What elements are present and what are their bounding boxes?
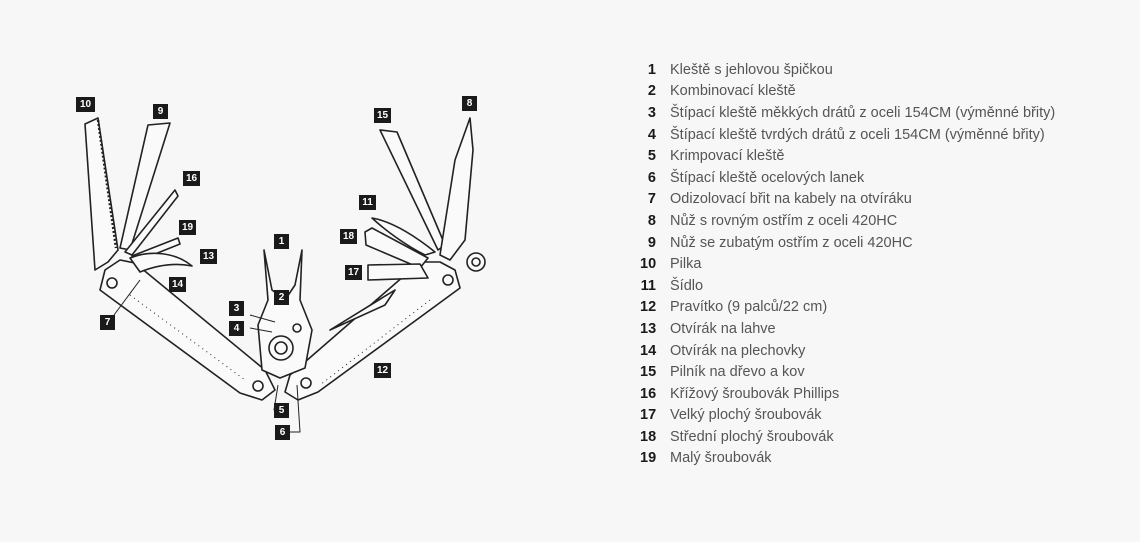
callout-19: 19	[179, 220, 196, 235]
legend-label: Otvírák na lahve	[670, 320, 776, 337]
legend-item: 4 Štípací kleště tvrdých drátů z oceli 15…	[640, 124, 1055, 146]
legend-label: Štípací kleště tvrdých drátů z oceli 154…	[670, 126, 1045, 143]
legend-label: Velký plochý šroubovák	[670, 407, 822, 424]
callout-4: 4	[229, 321, 244, 336]
callout-16: 16	[183, 171, 200, 186]
callout-12: 12	[374, 363, 391, 378]
legend-item: 5 Krimpovací kleště	[640, 145, 1055, 167]
legend-number: 10	[640, 256, 657, 273]
callout-11: 11	[359, 195, 376, 210]
legend-number: 2	[647, 83, 656, 100]
callout-8: 8	[462, 96, 477, 111]
legend-number: 13	[640, 320, 657, 337]
legend-item: 1 Kleště s jehlovou špičkou	[640, 59, 1055, 81]
legend-label: Štípací kleště ocelových lanek	[670, 169, 865, 186]
legend-number: 19	[640, 450, 657, 467]
legend-number: 11	[640, 277, 656, 294]
phillips-driver	[124, 189, 179, 256]
legend-label: Odizolovací břit na kabely na otvíráku	[670, 191, 912, 208]
legend-number: 15	[640, 364, 657, 381]
legend-item: 18 Střední plochý šroubovák	[640, 426, 1055, 448]
legend-number: 5	[647, 148, 656, 165]
legend-number: 9	[647, 234, 656, 251]
legend-label: Otvírák na plechovky	[670, 342, 806, 359]
large-driver	[367, 263, 429, 281]
legend-label: Nůž se zubatým ostřím z oceli 420HC	[670, 234, 913, 251]
legend-item: 14 Otvírák na plechovky	[640, 340, 1055, 362]
legend-item: 9 Nůž se zubatým ostřím z oceli 420HC	[640, 232, 1055, 254]
legend-number: 12	[640, 299, 657, 316]
parts-legend: 1 Kleště s jehlovou špičkou 2 Kombinovací k…	[640, 59, 1055, 469]
saw-blade	[84, 117, 119, 271]
legend-label: Nůž s rovným ostřím z oceli 420HC	[670, 212, 898, 229]
legend-number: 1	[647, 61, 656, 78]
legend-number: 4	[647, 126, 656, 143]
multitool-diagram	[84, 117, 486, 433]
bottle-opener	[129, 252, 193, 273]
legend-number: 17	[640, 407, 657, 424]
callout-6: 6	[275, 425, 290, 440]
legend-item: 6 Štípací kleště ocelových lanek	[640, 167, 1055, 189]
legend-number: 16	[640, 385, 657, 402]
legend-item: 7 Odizolovací břit na kabely na otvíráku	[640, 189, 1055, 211]
callout-1: 1	[274, 234, 289, 249]
legend-label: Pilník na dřevo a kov	[670, 364, 805, 381]
pliers	[257, 249, 313, 379]
right-handle	[284, 261, 461, 401]
legend-number: 7	[647, 191, 656, 208]
callout-2: 2	[274, 290, 289, 305]
legend-label: Kleště s jehlovou špičkou	[670, 61, 833, 78]
legend-item: 16 Křížový šroubovák Phillips	[640, 383, 1055, 405]
callout-3: 3	[229, 301, 244, 316]
legend-item: 19 Malý šroubovák	[640, 448, 1055, 470]
legend-item: 8 Nůž s rovným ostřím z oceli 420HC	[640, 210, 1055, 232]
legend-number: 18	[640, 428, 657, 445]
legend-number: 3	[647, 104, 656, 121]
legend-item: 15 Pilník na dřevo a kov	[640, 361, 1055, 383]
callout-15: 15	[374, 108, 391, 123]
legend-item: 13 Otvírák na lahve	[640, 318, 1055, 340]
legend-number: 14	[640, 342, 657, 359]
legend-label: Krimpovací kleště	[670, 148, 785, 165]
medium-driver	[364, 227, 429, 269]
legend-label: Šídlo	[670, 277, 704, 294]
legend-label: Kombinovací kleště	[670, 83, 796, 100]
legend-item: 17 Velký plochý šroubovák	[640, 405, 1055, 427]
callout-13: 13	[200, 249, 217, 264]
straight-knife	[439, 117, 474, 261]
legend-number: 8	[647, 212, 656, 229]
left-handle	[99, 259, 276, 401]
legend-item: 12 Pravítko (9 palců/22 cm)	[640, 297, 1055, 319]
awl	[371, 217, 436, 256]
callout-5: 5	[274, 403, 289, 418]
callout-14: 14	[169, 277, 186, 292]
callout-9: 9	[153, 104, 168, 119]
legend-item: 11 Šídlo	[640, 275, 1055, 297]
legend-label: Malý šroubovák	[670, 450, 772, 467]
legend-label: Pilka	[670, 256, 702, 273]
legend-label: Štípací kleště měkkých drátů z oceli 154…	[670, 104, 1056, 121]
callout-17: 17	[345, 265, 362, 280]
legend-item: 3 Štípací kleště měkkých drátů z oceli 15…	[640, 102, 1055, 124]
callout-7: 7	[100, 315, 115, 330]
legend-label: Střední plochý šroubovák	[670, 428, 834, 445]
legend-item: 2 Kombinovací kleště	[640, 81, 1055, 103]
legend-label: Pravítko (9 palců/22 cm)	[670, 299, 828, 316]
callout-18: 18	[340, 229, 357, 244]
legend-item: 10 Pilka	[640, 253, 1055, 275]
legend-number: 6	[647, 169, 656, 186]
callout-10: 10	[76, 97, 95, 112]
legend-label: Křížový šroubovák Phillips	[670, 385, 840, 402]
